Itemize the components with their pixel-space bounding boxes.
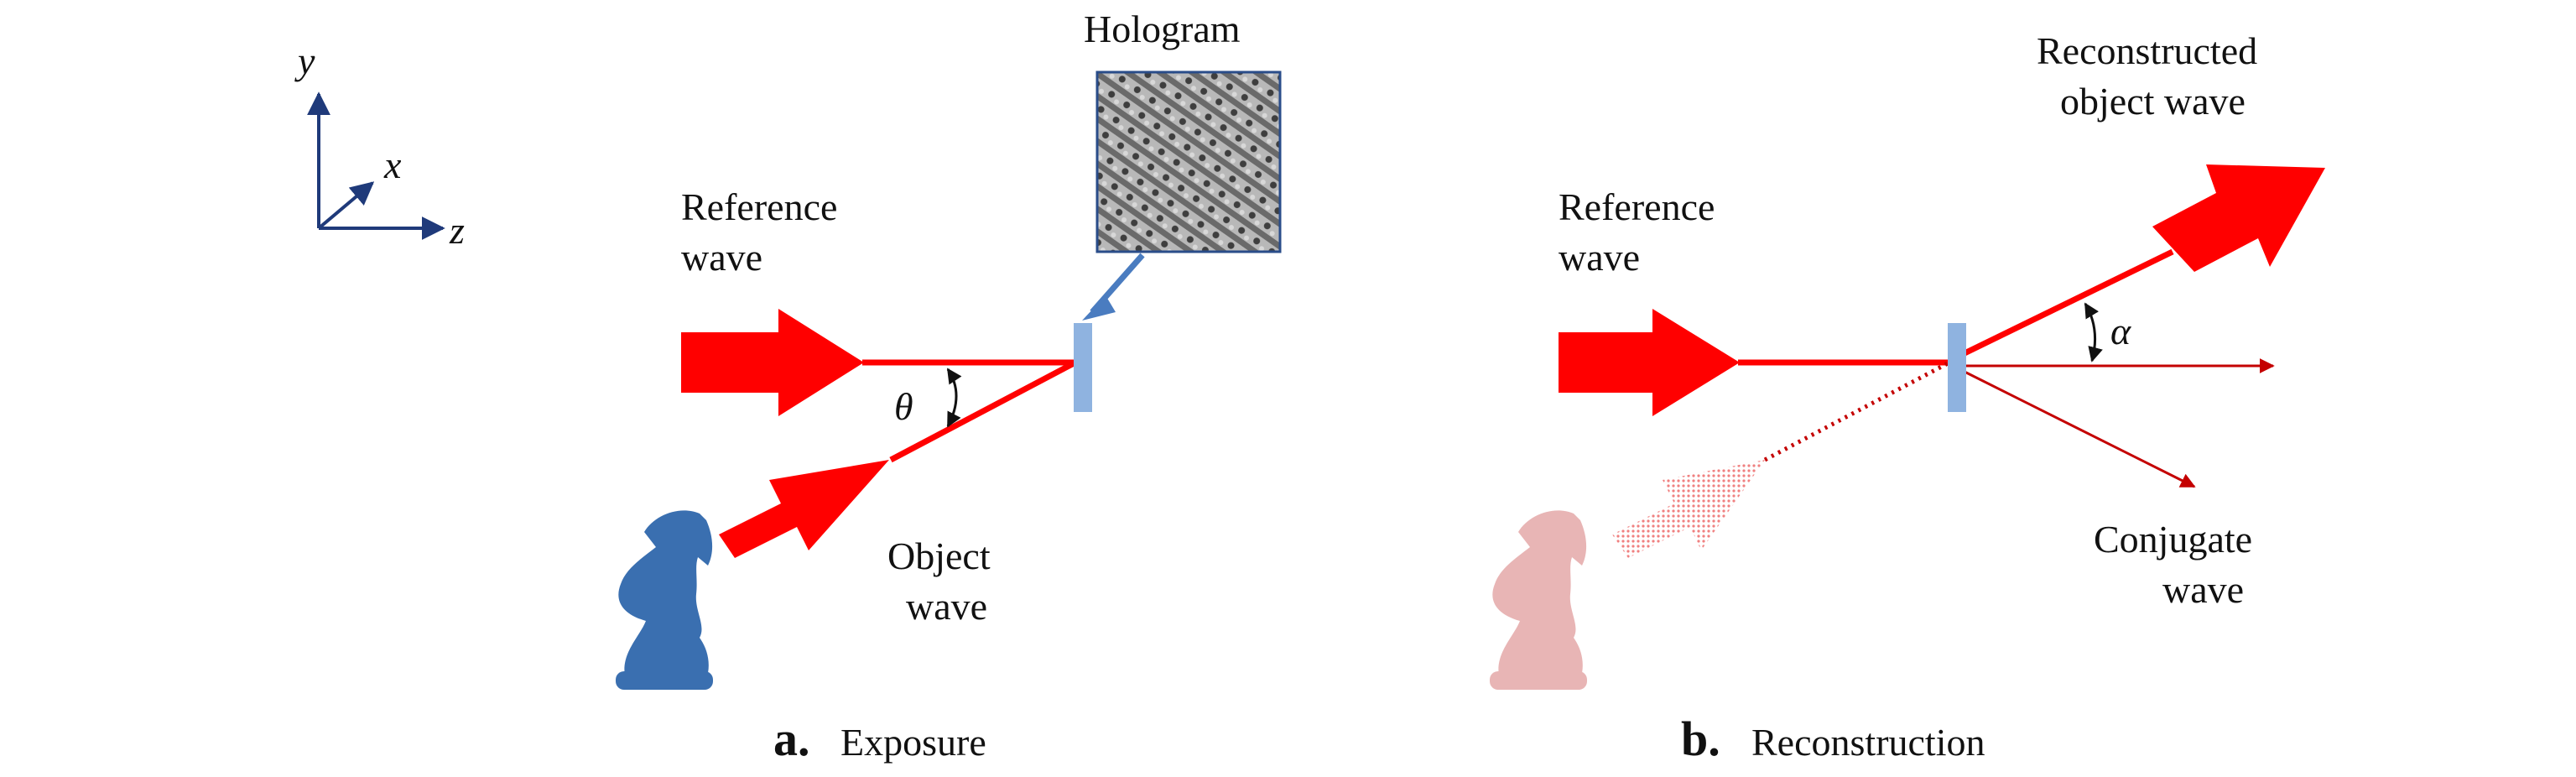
chess-knight-icon bbox=[616, 510, 713, 690]
object-ray bbox=[889, 359, 1077, 463]
reconstructed-wave-label-line1: Reconstructed bbox=[2037, 29, 2257, 72]
panel-exposure: Hologram Reference wave θ Object wave a.… bbox=[616, 8, 1282, 766]
faded-chess-knight-icon bbox=[1490, 510, 1587, 690]
z-axis-label: z bbox=[449, 209, 465, 252]
conjugate-wave-arrow bbox=[1962, 369, 2196, 488]
caption-a-text: Exposure bbox=[840, 721, 986, 764]
caption-b-text: Reconstruction bbox=[1751, 721, 1985, 764]
reference-wave-label-b-line1: Reference bbox=[1559, 185, 1715, 228]
hologram-plate-a bbox=[1074, 323, 1092, 412]
panel-reconstruction: Reference wave α Reconstructed object wa… bbox=[1490, 29, 2325, 766]
hologram-pointer-head bbox=[1082, 295, 1116, 321]
reference-wave-arrow-a bbox=[681, 309, 864, 416]
reference-wave-label-a-line2: wave bbox=[681, 236, 762, 279]
reference-wave-arrow-b bbox=[1559, 309, 1740, 416]
reconstructed-ray bbox=[1961, 248, 2174, 357]
alpha-symbol: α bbox=[2110, 310, 2131, 352]
coordinate-axes: y x z bbox=[294, 39, 465, 252]
y-axis-label: y bbox=[294, 39, 315, 82]
reconstructed-wave-arrow bbox=[2152, 164, 2325, 272]
object-wave-label-line1: Object bbox=[887, 535, 991, 577]
reconstructed-wave-label-line2: object wave bbox=[2060, 80, 2246, 123]
caption-b-letter: b. bbox=[1681, 712, 1720, 766]
theta-angle-arc bbox=[946, 368, 962, 428]
reference-wave-label-a-line1: Reference bbox=[681, 185, 837, 228]
hologram-image bbox=[1095, 70, 1282, 253]
x-axis-arrow bbox=[317, 181, 375, 230]
conjugate-wave-label-line2: wave bbox=[2162, 568, 2244, 611]
object-wave-label-line2: wave bbox=[906, 585, 987, 628]
theta-symbol: θ bbox=[894, 385, 913, 428]
virtual-object-wave-arrow bbox=[1612, 460, 1765, 558]
conjugate-wave-label-line1: Conjugate bbox=[2094, 518, 2252, 561]
caption-a-letter: a. bbox=[773, 712, 810, 766]
hologram-label: Hologram bbox=[1084, 8, 1241, 50]
hologram-plate-b bbox=[1948, 323, 1966, 412]
x-axis-label: x bbox=[383, 143, 402, 186]
object-wave-arrow bbox=[719, 460, 889, 558]
virtual-object-ray bbox=[1763, 360, 1951, 462]
reference-wave-label-b-line2: wave bbox=[1559, 236, 1640, 279]
alpha-angle-arc bbox=[2084, 302, 2103, 362]
